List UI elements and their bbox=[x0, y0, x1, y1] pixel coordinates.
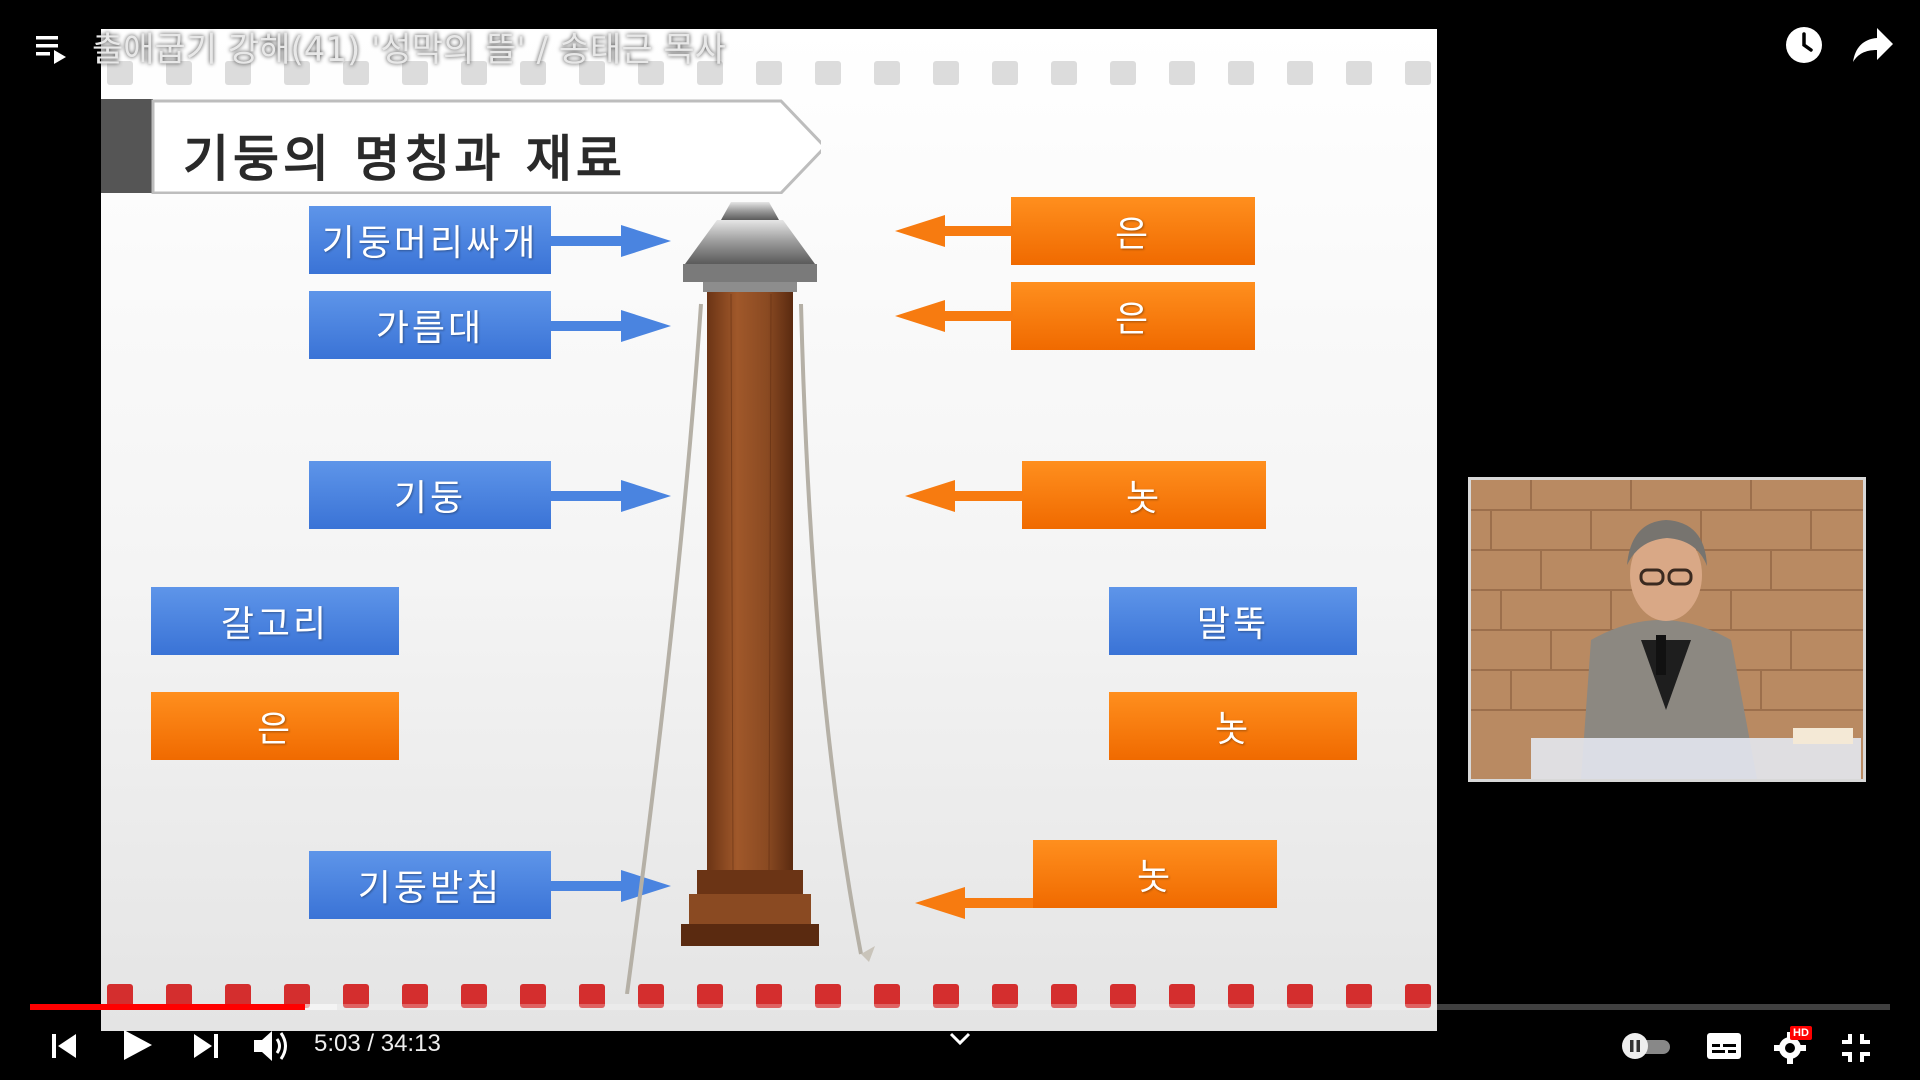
label-peg: 말뚝 bbox=[1109, 587, 1357, 655]
label-hook: 갈고리 bbox=[151, 587, 399, 655]
video-title[interactable]: 출애굽기 강해(41) '성막의 뜰' / 송태근 목사 bbox=[92, 30, 726, 70]
speaker-camera-inset bbox=[1468, 477, 1866, 782]
arrow-left-icon bbox=[905, 480, 1023, 512]
skip-next-icon[interactable] bbox=[192, 1032, 220, 1060]
material-capital: 은 bbox=[1011, 197, 1255, 265]
clock-icon[interactable] bbox=[1785, 26, 1823, 64]
label-base: 기둥받침 bbox=[309, 851, 551, 919]
play-icon[interactable] bbox=[120, 1028, 154, 1062]
material-base: 놋 bbox=[1033, 840, 1277, 908]
autoplay-toggle-icon[interactable] bbox=[1620, 1032, 1672, 1060]
pillar-illustration bbox=[625, 202, 875, 994]
label-capital-overlay: 기둥머리싸개 bbox=[309, 206, 551, 274]
player-top-bar: 출애굽기 강해(41) '성막의 뜰' / 송태근 목사 bbox=[0, 0, 1920, 90]
filmstrip-top bbox=[101, 61, 1437, 87]
arrow-left-icon bbox=[895, 300, 1013, 332]
progress-bar[interactable] bbox=[30, 1004, 1890, 1010]
time-display: 5:03 / 34:13 bbox=[314, 1030, 441, 1058]
subtitles-icon[interactable] bbox=[1706, 1032, 1742, 1060]
material-fillet: 은 bbox=[1011, 282, 1255, 350]
arrow-right-icon bbox=[551, 870, 671, 902]
label-hook-material: 은 bbox=[151, 692, 399, 760]
share-icon[interactable] bbox=[1853, 28, 1893, 62]
arrow-right-icon bbox=[551, 480, 671, 512]
slide-title-banner: 기둥의 명칭과 재료 bbox=[101, 99, 821, 194]
playlist-icon[interactable] bbox=[36, 32, 68, 64]
filmstrip-bottom bbox=[101, 984, 1437, 1010]
label-peg-material: 놋 bbox=[1109, 692, 1357, 760]
arrow-left-icon bbox=[915, 887, 1033, 919]
hd-badge: HD bbox=[1790, 1026, 1812, 1040]
material-pillar: 놋 bbox=[1022, 461, 1266, 529]
slide-title: 기둥의 명칭과 재료 bbox=[183, 130, 626, 188]
skip-previous-icon[interactable] bbox=[50, 1032, 78, 1060]
time-separator: / bbox=[360, 1030, 381, 1057]
volume-icon[interactable] bbox=[252, 1028, 292, 1064]
video-frame-slide: 기둥의 명칭과 재료 기둥머리싸개 가름대 기둥 갈고리 은 기둥받침 은 은 … bbox=[101, 29, 1437, 1031]
arrow-right-icon bbox=[551, 225, 671, 257]
label-fillet: 가름대 bbox=[309, 291, 551, 359]
time-current: 5:03 bbox=[314, 1030, 361, 1057]
arrow-right-icon bbox=[551, 310, 671, 342]
chevron-down-icon[interactable] bbox=[948, 1030, 972, 1048]
exit-fullscreen-icon[interactable] bbox=[1840, 1032, 1872, 1064]
label-pillar: 기둥 bbox=[309, 461, 551, 529]
arrow-left-icon bbox=[895, 215, 1013, 247]
time-total: 34:13 bbox=[380, 1030, 441, 1057]
progress-played bbox=[30, 1004, 306, 1010]
settings-button[interactable]: HD bbox=[1774, 1026, 1816, 1064]
